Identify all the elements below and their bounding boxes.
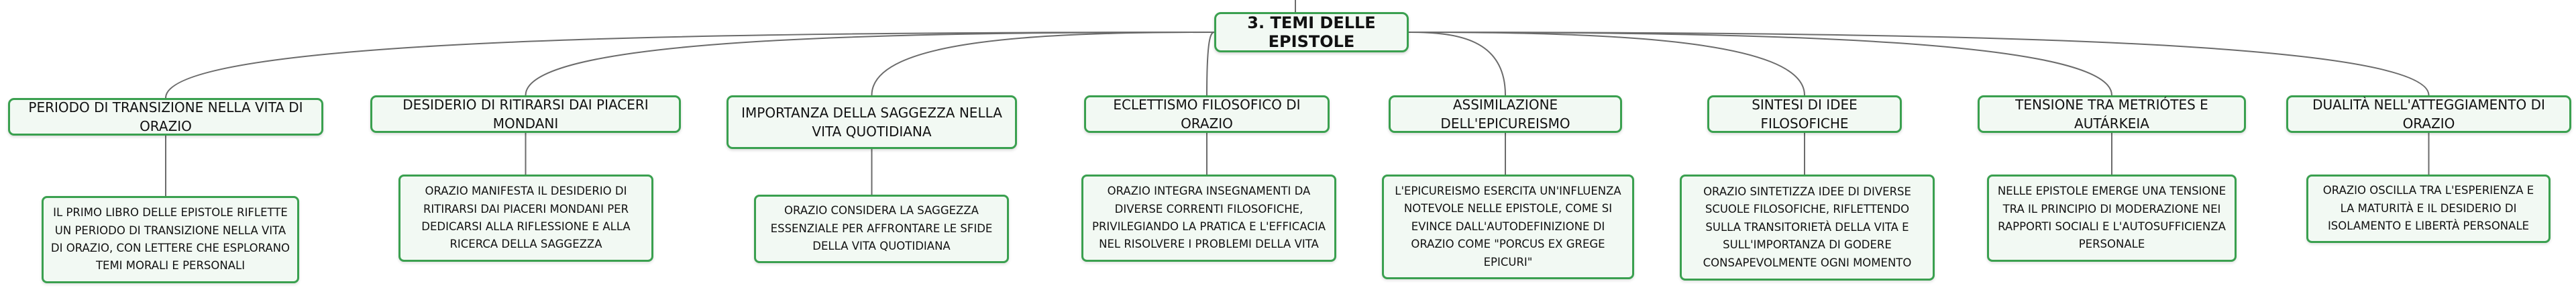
topic-node[interactable]: IMPORTANZA DELLA SAGGEZZA NELLA VITA QUO…: [727, 95, 1017, 149]
root-to-topic-connector: [871, 32, 1215, 96]
detail-node[interactable]: L'EPICUREISMO ESERCITA UN'INFLUENZA NOTE…: [1382, 175, 1634, 279]
detail-node[interactable]: IL PRIMO LIBRO DELLE EPISTOLE RIFLETTE U…: [42, 196, 299, 283]
detail-text: ORAZIO SINTETIZZA IDEE DI DIVERSE SCUOLE…: [1703, 185, 1912, 269]
detail-text: ORAZIO OSCILLA TRA L'ESPERIENZA E LA MAT…: [2322, 184, 2534, 233]
detail-text: ORAZIO INTEGRA INSEGNAMENTI DA DIVERSE C…: [1092, 185, 1326, 251]
topic-node[interactable]: DESIDERIO DI RITIRARSI DAI PIACERI MONDA…: [370, 95, 681, 133]
detail-node[interactable]: ORAZIO CONSIDERA LA SAGGEZZA ESSENZIALE …: [754, 195, 1009, 263]
topic-node[interactable]: TENSIONE TRA METRIÓTES E AUTÁRKEIA: [1978, 95, 2246, 133]
detail-text: ORAZIO CONSIDERA LA SAGGEZZA ESSENZIALE …: [770, 204, 993, 253]
root-to-topic-connector: [1408, 32, 1805, 96]
detail-text: IL PRIMO LIBRO DELLE EPISTOLE RIFLETTE U…: [50, 206, 290, 273]
topic-label: DESIDERIO DI RITIRARSI DAI PIACERI MONDA…: [402, 97, 649, 132]
root-node[interactable]: 3. TEMI DELLE EPISTOLE: [1214, 12, 1409, 52]
topic-node[interactable]: ECLETTISMO FILOSOFICO DI ORAZIO: [1084, 95, 1330, 133]
topic-node[interactable]: ASSIMILAZIONE DELL'EPICUREISMO: [1389, 95, 1622, 133]
topic-label: ECLETTISMO FILOSOFICO DI ORAZIO: [1113, 97, 1301, 132]
detail-node[interactable]: ORAZIO INTEGRA INSEGNAMENTI DA DIVERSE C…: [1081, 175, 1336, 262]
detail-text: L'EPICUREISMO ESERCITA UN'INFLUENZA NOTE…: [1395, 185, 1621, 268]
topic-label: IMPORTANZA DELLA SAGGEZZA NELLA VITA QUO…: [741, 105, 1002, 140]
root-to-topic-connector: [1206, 32, 1215, 96]
topic-node[interactable]: DUALITÀ NELL'ATTEGGIAMENTO DI ORAZIO: [2286, 95, 2571, 133]
detail-node[interactable]: NELLE EPISTOLE EMERGE UNA TENSIONE TRA I…: [1987, 175, 2237, 262]
topic-label: DUALITÀ NELL'ATTEGGIAMENTO DI ORAZIO: [2312, 97, 2545, 132]
topic-label: TENSIONE TRA METRIÓTES E AUTÁRKEIA: [2015, 97, 2208, 132]
detail-node[interactable]: ORAZIO SINTETIZZA IDEE DI DIVERSE SCUOLE…: [1680, 175, 1935, 281]
topic-node[interactable]: SINTESI DI IDEE FILOSOFICHE: [1707, 95, 1902, 133]
detail-text: ORAZIO MANIFESTA IL DESIDERIO DI RITIRAR…: [421, 185, 631, 251]
root-to-topic-connector: [1408, 32, 2430, 96]
root-to-topic-connector: [165, 32, 1215, 99]
topic-node[interactable]: PERIODO DI TRANSIZIONE NELLA VITA DI ORA…: [8, 98, 323, 136]
root-to-topic-connector: [1408, 32, 1506, 96]
detail-node[interactable]: ORAZIO OSCILLA TRA L'ESPERIENZA E LA MAT…: [2306, 175, 2551, 243]
detail-node[interactable]: ORAZIO MANIFESTA IL DESIDERIO DI RITIRAR…: [398, 175, 653, 262]
root-to-topic-connector: [1408, 32, 2112, 96]
topic-label: ASSIMILAZIONE DELL'EPICUREISMO: [1440, 97, 1570, 132]
root-to-topic-connector: [525, 32, 1215, 96]
topic-label: SINTESI DI IDEE FILOSOFICHE: [1752, 97, 1858, 132]
topic-label: PERIODO DI TRANSIZIONE NELLA VITA DI ORA…: [28, 99, 303, 134]
root-label: 3. TEMI DELLE EPISTOLE: [1247, 13, 1376, 51]
detail-text: NELLE EPISTOLE EMERGE UNA TENSIONE TRA I…: [1997, 185, 2226, 251]
